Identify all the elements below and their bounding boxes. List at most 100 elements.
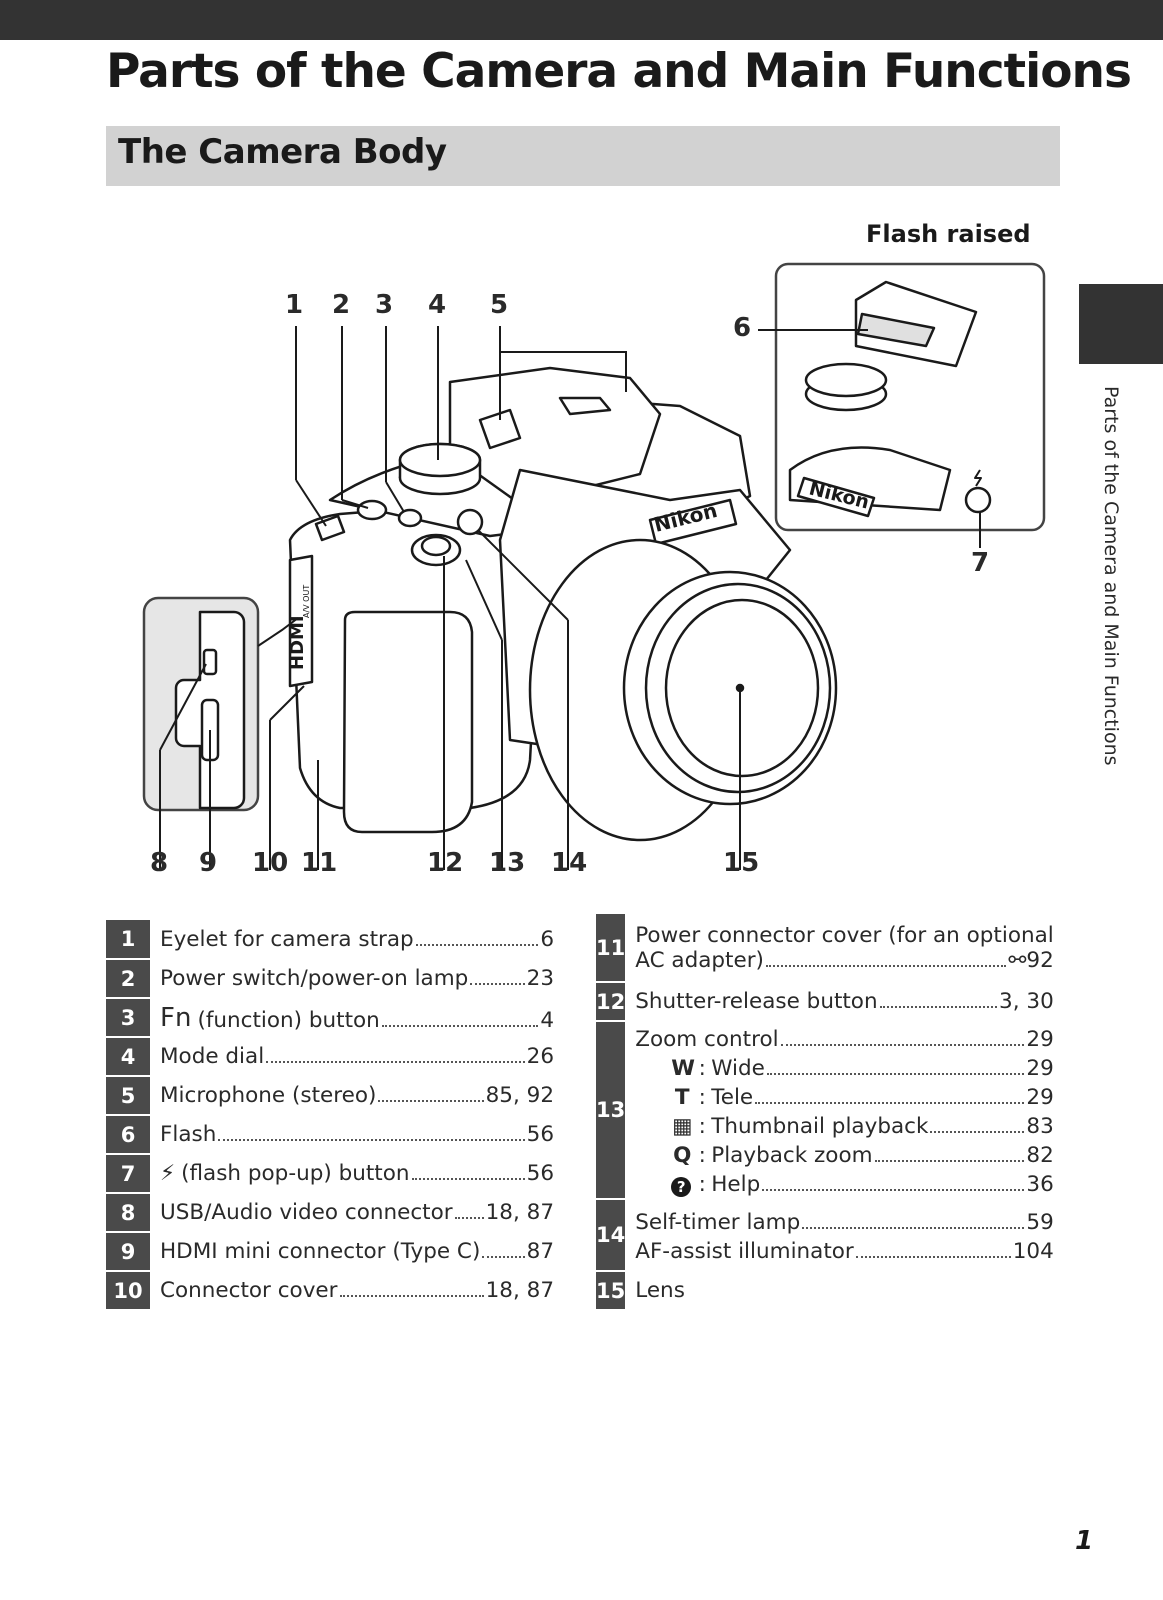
table-row: 3 Fn(function) button 4 [106, 998, 554, 1038]
wide-icon: W [671, 1056, 695, 1081]
separator: : [698, 1114, 706, 1139]
part-label: Self-timer lamp [635, 1210, 801, 1235]
part-label: HDMI mini connector (Type C) [160, 1239, 481, 1264]
flash-raised-inset: Nikon [774, 262, 1046, 532]
flash-popup-icon: ⚡ [160, 1161, 176, 1186]
sub-label: Tele [711, 1085, 754, 1110]
part-number: 6 [106, 1115, 150, 1155]
page-ref: 18, 87 [485, 1200, 554, 1225]
callout-9: 9 [199, 848, 218, 878]
part-label: Mode dial [160, 1044, 265, 1069]
part-label: Lens [635, 1278, 685, 1303]
page-ref: 82 [1026, 1143, 1054, 1168]
page-ref: 18, 87 [485, 1278, 554, 1303]
part-number: 5 [106, 1076, 150, 1116]
part-number: 1 [106, 920, 150, 960]
page-ref: 56 [526, 1161, 554, 1186]
chapter-tab [1079, 284, 1163, 364]
top-bar [0, 0, 1163, 40]
part-number: 3 [106, 998, 150, 1038]
part-number: 11 [596, 914, 626, 983]
page-title: Parts of the Camera and Main Functions [106, 44, 1132, 99]
part-label: (function) button [197, 1007, 380, 1033]
table-row: 2 Power switch/power-on lamp 23 [106, 959, 554, 999]
sub-label: Thumbnail playback [711, 1114, 929, 1139]
part-number: 9 [106, 1232, 150, 1272]
part-number: 8 [106, 1193, 150, 1233]
callout-6: 6 [733, 313, 752, 343]
part-number: 15 [596, 1271, 626, 1311]
table-row: 15 Lens [596, 1271, 1054, 1311]
part-label: AF-assist illuminator [635, 1239, 854, 1264]
part-label: Flash [160, 1122, 217, 1147]
table-row: 9 HDMI mini connector (Type C) 87 [106, 1232, 554, 1272]
callout-8: 8 [150, 848, 169, 878]
callout-13: 13 [489, 848, 526, 878]
part-label: USB/Audio video connector [160, 1200, 453, 1225]
chapter-side-label: Parts of the Camera and Main Functions [1100, 386, 1122, 766]
part-number: 10 [106, 1271, 150, 1311]
part-number: 13 [596, 1021, 626, 1200]
page-ref: 6 [540, 926, 554, 952]
sub-label: Help [711, 1172, 761, 1197]
page-ref: 29 [1026, 1085, 1054, 1110]
reference-icon: ⚯ [1008, 947, 1027, 973]
page-ref: 23 [526, 966, 554, 991]
part-label: Power connector cover (for an optional [635, 922, 1054, 948]
fn-icon: Fn [160, 1002, 192, 1033]
callout-14: 14 [551, 848, 588, 878]
table-row: 8 USB/Audio video connector 18, 87 [106, 1193, 554, 1233]
callout-10: 10 [252, 848, 289, 878]
callout-3: 3 [375, 290, 394, 320]
page-ref: 85, 92 [485, 1083, 554, 1108]
callout-1: 1 [285, 290, 304, 320]
av-out-port-label: A/V OUT [302, 585, 311, 618]
parts-table-right: 11 Power connector cover (for an optiona… [596, 914, 1054, 1311]
part-label: Zoom control [635, 1027, 779, 1052]
page-number: 1 [1075, 1526, 1094, 1556]
part-label: Connector cover [160, 1278, 338, 1303]
page-ref: 104 [1012, 1239, 1054, 1264]
part-label: (flash pop-up) button [181, 1161, 410, 1186]
part-label: Power switch/power-on lamp [160, 966, 469, 991]
separator: : [698, 1172, 706, 1197]
part-number: 12 [596, 982, 626, 1022]
table-row: 11 Power connector cover (for an optiona… [596, 914, 1054, 983]
separator: : [698, 1143, 706, 1168]
sub-label: Wide [711, 1056, 765, 1081]
page-ref: 92 [1026, 947, 1054, 973]
part-number: 14 [596, 1199, 626, 1272]
page-ref: 59 [1026, 1210, 1054, 1235]
separator: : [698, 1085, 706, 1110]
callout-2: 2 [332, 290, 351, 320]
section-title: The Camera Body [118, 132, 447, 172]
hdmi-port-label: HDMI [287, 615, 308, 670]
help-icon: ? [671, 1177, 692, 1197]
camera-diagram: HDMI A/V OUT Nikon [142, 262, 1046, 870]
tele-icon: T [674, 1085, 690, 1110]
page-ref: 83 [1026, 1114, 1054, 1139]
page-ref: 87 [526, 1239, 554, 1264]
page-ref: 29 [1026, 1027, 1054, 1052]
connector-inset [142, 596, 260, 812]
thumbnail-icon: ▦ [672, 1114, 693, 1139]
part-number: 2 [106, 959, 150, 999]
callout-11: 11 [301, 848, 338, 878]
callout-12: 12 [427, 848, 464, 878]
playback-zoom-icon: Q [673, 1143, 692, 1168]
page-ref: 29 [1026, 1056, 1054, 1081]
page-ref: 26 [526, 1044, 554, 1069]
part-number: 4 [106, 1037, 150, 1077]
flash-raised-label: Flash raised [866, 220, 1031, 248]
separator: : [698, 1056, 706, 1081]
page-ref: 4 [540, 1007, 554, 1033]
page-ref: 3, 30 [999, 989, 1054, 1014]
callout-15: 15 [723, 848, 760, 878]
